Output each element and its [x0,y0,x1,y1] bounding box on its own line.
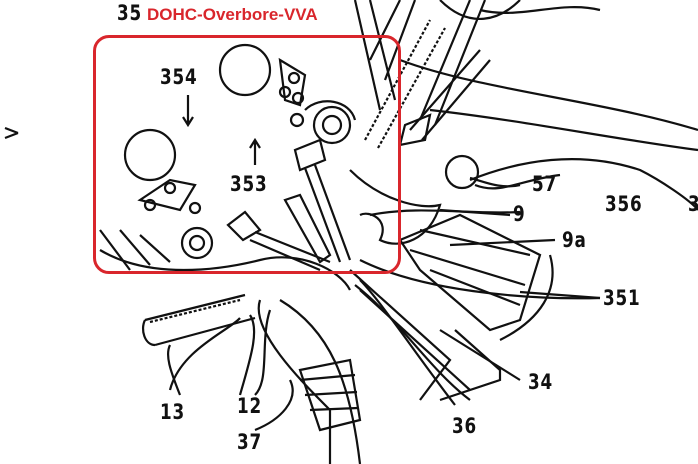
label-351: 351 [603,286,641,310]
label-34: 34 [528,370,553,394]
label-13: 13 [160,400,185,424]
label-9: 9 [513,202,526,226]
label-353: 353 [230,172,268,196]
highlight-box [93,35,401,274]
annotation-title: DOHC-Overbore-VVA [147,5,318,24]
label-3: 3 [688,192,698,216]
label-9a: 9a [562,228,587,252]
label-354: 354 [160,65,198,89]
label-37: 37 [237,430,262,454]
label-12: 12 [237,394,262,418]
label-36: 36 [452,414,477,438]
label-57: 57 [532,172,557,196]
arrow-icon [4,126,19,140]
label-35: 35 [117,1,142,25]
label-356: 356 [605,192,643,216]
